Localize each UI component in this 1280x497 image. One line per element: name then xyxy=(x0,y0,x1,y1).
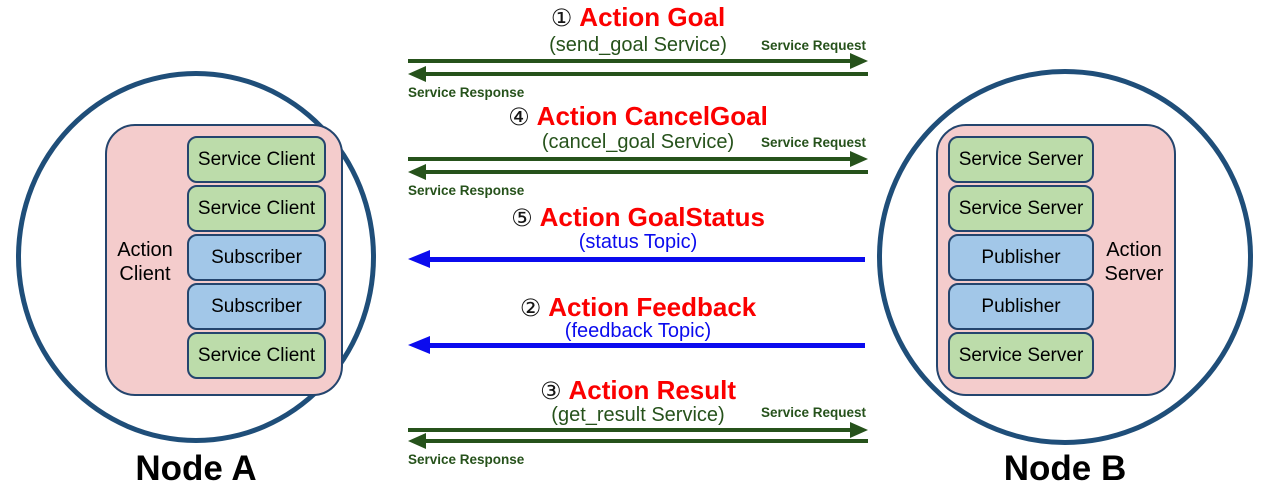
step-number: ⑤ xyxy=(511,204,533,232)
service-client-box: Service Client xyxy=(187,332,326,379)
service-request-label: Service Request xyxy=(760,135,866,150)
service-response-arrow xyxy=(408,164,868,180)
topic-arrow xyxy=(408,336,868,354)
request-arrow-line xyxy=(408,157,853,161)
node-b-circle xyxy=(877,69,1253,445)
response-arrowhead-icon xyxy=(408,164,426,180)
node-b-title: Node B xyxy=(1003,449,1127,488)
service-client-box: Service Client xyxy=(187,136,326,183)
service-response-label: Service Response xyxy=(408,452,525,467)
interaction-title: Action Goal xyxy=(579,2,726,32)
node-a-title: Node A xyxy=(135,449,257,488)
service-request-arrow xyxy=(408,53,868,69)
subscriber-box: Subscriber xyxy=(187,234,326,281)
step-number: ④ xyxy=(508,103,530,131)
step-number: ① xyxy=(550,4,573,32)
request-arrowhead-icon xyxy=(850,151,868,167)
action-server-label: Action Server xyxy=(1104,239,1164,285)
response-arrow-line xyxy=(423,439,868,443)
interaction-subtitle: (cancel_goal Service) xyxy=(541,131,735,153)
response-arrow-line xyxy=(423,72,868,76)
topic-arrow-line xyxy=(426,343,865,348)
interaction-title: Action CancelGoal xyxy=(536,101,768,131)
step-number: ② xyxy=(519,294,542,322)
topic-arrow-line xyxy=(426,257,865,262)
publisher-box: Publisher xyxy=(948,283,1094,330)
request-arrow-line xyxy=(408,428,853,432)
request-arrowhead-icon xyxy=(850,53,868,69)
topic-arrowhead-icon xyxy=(408,336,430,354)
interaction-subtitle: (send_goal Service) xyxy=(549,34,727,56)
interaction-subtitle: (get_result Service) xyxy=(551,404,725,426)
request-arrow-line xyxy=(408,59,853,63)
service-server-box: Service Server xyxy=(948,332,1094,379)
publisher-box: Publisher xyxy=(948,234,1094,281)
interaction-title: Action Feedback xyxy=(548,292,757,322)
node-a-circle xyxy=(16,71,376,443)
node-a-components: Service Client Service Client Subscriber… xyxy=(187,136,326,379)
service-request-label: Service Request xyxy=(760,38,866,53)
node-b-components: Service Server Service Server Publisher … xyxy=(948,136,1094,379)
request-arrowhead-icon xyxy=(850,422,868,438)
service-response-label: Service Response xyxy=(408,85,525,100)
interaction-title: Action GoalStatus xyxy=(539,202,765,232)
step-number: ③ xyxy=(539,377,562,405)
service-server-box: Service Server xyxy=(948,136,1094,183)
service-response-label: Service Response xyxy=(408,183,525,198)
service-request-arrow xyxy=(408,422,868,438)
service-request-arrow xyxy=(408,151,868,167)
interaction-subtitle: (feedback Topic) xyxy=(564,320,712,342)
action-client-label: Action Client xyxy=(117,239,173,285)
interaction-subtitle: (status Topic) xyxy=(578,231,698,253)
subscriber-box: Subscriber xyxy=(187,283,326,330)
interaction-title: Action Result xyxy=(568,375,737,405)
service-request-label: Service Request xyxy=(760,405,866,420)
response-arrow-line xyxy=(423,170,868,174)
response-arrowhead-icon xyxy=(408,433,426,449)
service-client-box: Service Client xyxy=(187,185,326,232)
topic-arrowhead-icon xyxy=(408,250,430,268)
service-response-arrow xyxy=(408,66,868,82)
response-arrowhead-icon xyxy=(408,66,426,82)
topic-arrow xyxy=(408,250,868,268)
service-response-arrow xyxy=(408,433,868,449)
service-server-box: Service Server xyxy=(948,185,1094,232)
